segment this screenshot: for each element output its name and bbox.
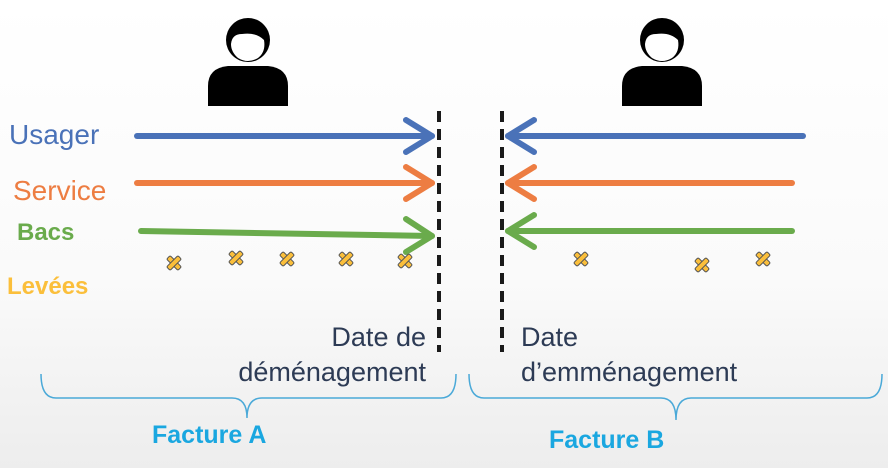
person-body	[622, 66, 702, 106]
cross-marker-icon	[397, 253, 413, 269]
person-body	[208, 66, 288, 106]
cross-marker-icon	[694, 257, 710, 273]
levees-label: Levées	[7, 273, 89, 300]
person-icon	[208, 18, 288, 106]
cross-marker-icon	[573, 251, 589, 267]
cross-marker-icon	[166, 255, 182, 271]
cross-marker-icon	[755, 251, 771, 267]
bacs-label: Bacs	[17, 219, 75, 246]
move-in-date-line1: Date	[521, 322, 579, 352]
usager-label: Usager	[9, 119, 100, 150]
move-out-date-line1: Date de	[331, 322, 426, 352]
facture-b-label: Facture B	[549, 426, 665, 454]
service-arrow-left	[134, 164, 435, 202]
cross-marker-icon	[228, 250, 244, 266]
bacs-arrow-left	[138, 216, 435, 255]
move-in-date-caption: Date d’emménagement	[521, 320, 737, 390]
usager-arrow-left	[134, 117, 435, 155]
facture-a-label: Facture A	[152, 421, 267, 449]
service-arrow-right	[505, 164, 795, 202]
move-in-date-line2: d’emménagement	[521, 357, 738, 387]
cross-marker-icon	[338, 251, 354, 267]
move-out-date-line2: déménagement	[238, 357, 426, 387]
person-face	[645, 33, 679, 61]
facture-b-brace	[468, 373, 883, 421]
facture-a-brace	[40, 373, 457, 419]
levees-markers	[166, 250, 771, 273]
cross-marker-icon	[279, 251, 295, 267]
bacs-arrow-right	[505, 212, 795, 250]
service-label: Service	[13, 175, 107, 206]
person-face	[231, 33, 265, 61]
usager-arrow-right	[505, 117, 806, 155]
move-out-date-caption: Date de déménagement	[238, 320, 426, 390]
person-icon	[622, 18, 702, 106]
